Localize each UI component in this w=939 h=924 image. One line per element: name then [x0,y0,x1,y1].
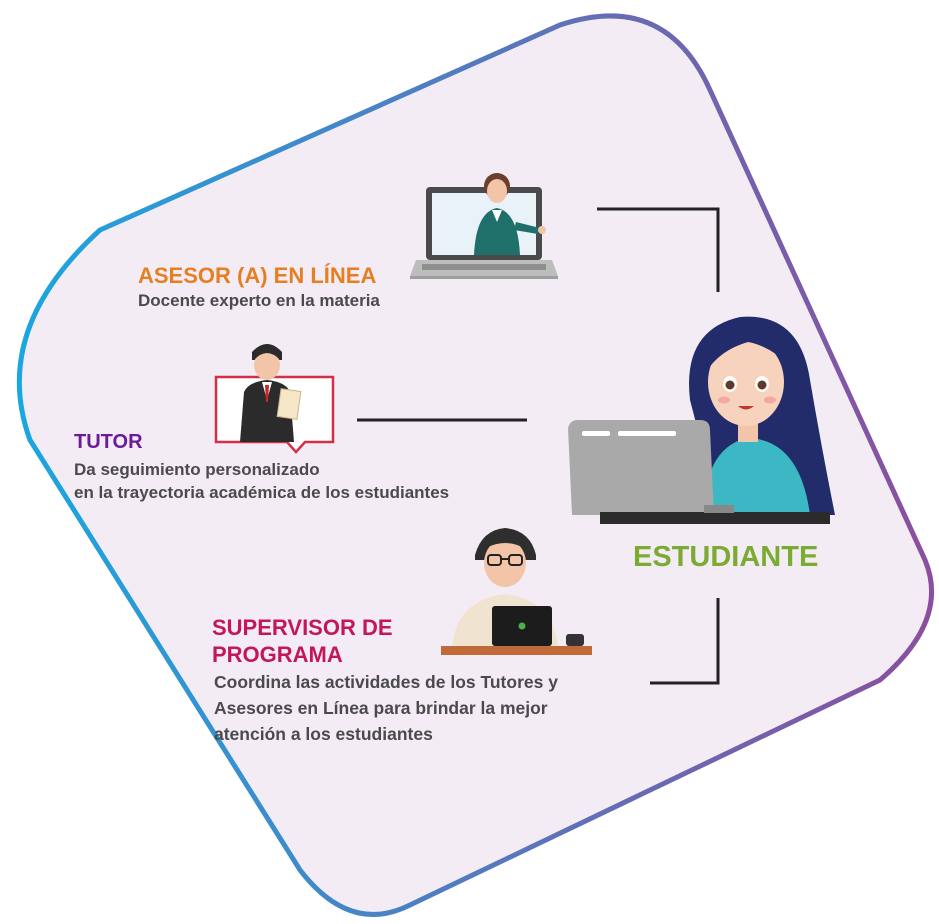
background-shape [16,13,934,917]
supervisor-description-line1: Coordina las actividades de los Tutores … [214,672,558,692]
tutor-description-line2: en la trayectoria académica de los estud… [74,483,450,502]
asesor-title: ASESOR (A) EN LÍNEA [138,263,377,288]
supervisor-description-line3: atención a los estudiantes [214,724,433,744]
tutor-description-line1: Da seguimiento personalizado [74,460,320,479]
supervisor-title-line2: PROGRAMA [212,642,343,667]
supervisor-title-line1: SUPERVISOR DE [212,615,393,640]
connector-supervisor [650,598,720,685]
tutor-description: Da seguimiento personalizado en la traye… [74,458,449,504]
tutor-title: TUTOR [74,431,143,453]
laptop-teacher-icon [410,173,558,279]
estudiante-title: ESTUDIANTE [633,541,819,573]
supervisor-description-line2: Asesores en Línea para brindar la mejor [214,698,548,718]
connector-asesor [597,207,720,292]
asesor-description: Docente experto en la materia [138,291,380,310]
supervisor-desk-icon [441,528,592,655]
student-laptop-icon [568,316,835,524]
tutor-speech-frame-icon [214,344,335,454]
supervisor-description: Coordina las actividades de los Tutores … [214,669,558,747]
supervisor-title: SUPERVISOR DE PROGRAMA [212,614,393,668]
connector-lines [357,207,720,685]
